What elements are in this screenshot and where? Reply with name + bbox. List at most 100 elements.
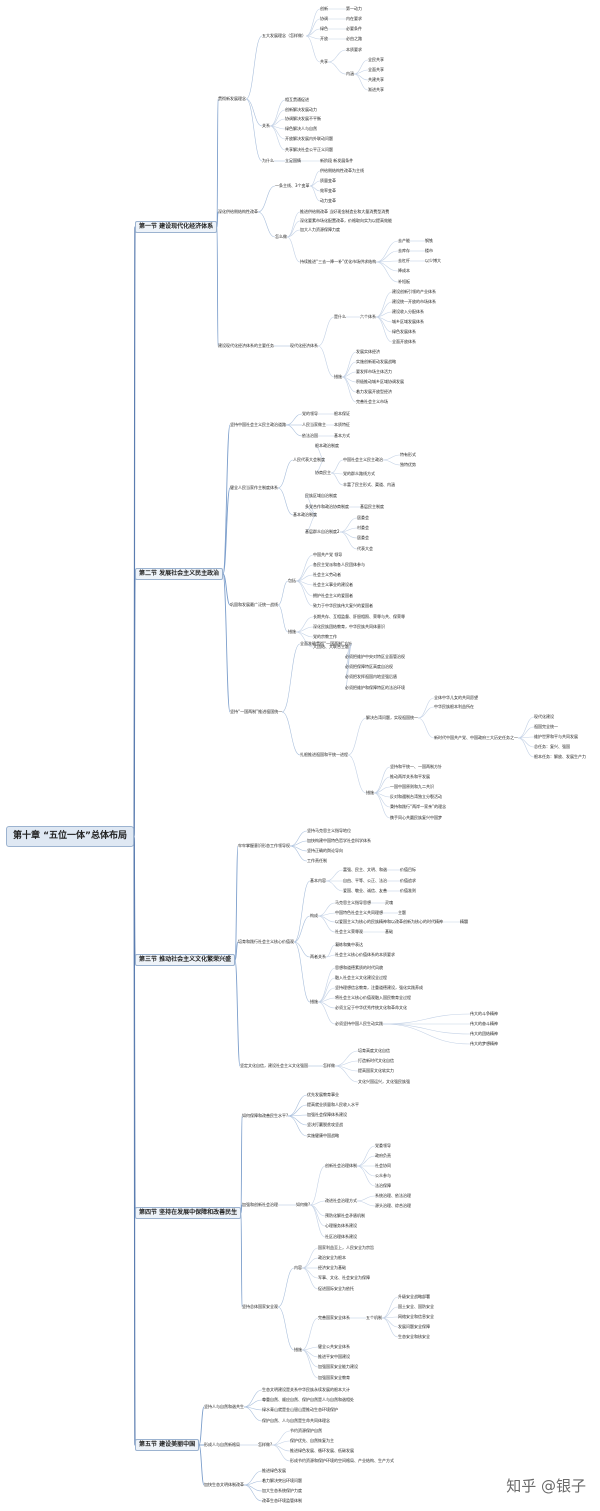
- connector-s3b1c: [325, 880, 344, 892]
- topic-s4b1b1: 系统治理、依法治理: [375, 1193, 411, 1198]
- topic-s1b2d1a: 钢铁: [425, 238, 433, 243]
- topic-s2c2b: 深化民族团结教育，中华民族共同体意识: [313, 624, 385, 629]
- connector-s2a: [222, 424, 231, 575]
- connector-s2b1b1a: [382, 454, 401, 461]
- connector-s4c2e: [301, 1349, 319, 1379]
- topic-s4b: 加强和创新社会治理: [242, 1202, 278, 1207]
- connector-s2c2d: [295, 631, 314, 648]
- topic-s5c3: 加大生态系统保护力度: [262, 1488, 302, 1493]
- topic-s5a3: 绿水青山就是金山银山是推动生态环境保护: [262, 1407, 338, 1412]
- connector-s2a3: [285, 424, 303, 437]
- topic-s4b1a1: 党委领导: [375, 1143, 391, 1148]
- connector-s4b1a1: [356, 1145, 376, 1167]
- connector-s5a4: [243, 1406, 263, 1422]
- topic-s3c1a: 培育高度文化自信: [358, 1048, 390, 1053]
- topic-s2b: 健全人民当家作主制度体系: [230, 485, 278, 490]
- connector-s5c3: [243, 1484, 263, 1492]
- topic-s4c2: 措施: [294, 1347, 302, 1352]
- connector-s4b1a5: [356, 1165, 376, 1187]
- connector-s3b4a: [317, 967, 336, 1003]
- topic-s1b1: 一条主线、3个变革: [275, 183, 310, 188]
- topic-s4b1a4: 公众参与: [375, 1173, 391, 1178]
- topic-s1c1b1: 发展实体经济: [356, 349, 380, 354]
- connector-s1a1d: [305, 35, 321, 40]
- topic-s1a3a: 立足国情: [285, 158, 301, 163]
- topic-s3b1c: 爱国、敬业、诚信、友善: [343, 888, 387, 893]
- topic-s3a: 牢牢掌握意识形态工作领导权: [238, 843, 290, 848]
- topic-s4c1b: 政治安全为根本: [318, 1255, 346, 1260]
- topic-s2a3a: 基本方式: [334, 433, 350, 438]
- connector-s3a: [234, 845, 239, 961]
- connector-s2d2a: [347, 717, 367, 756]
- topic-s2b1b: 协商民主: [315, 470, 331, 475]
- topic-s2c2a: 长期共存、互相监督、肝胆相照、荣辱与共、保荣辱: [313, 614, 405, 619]
- connector-s1b2d2: [375, 250, 399, 263]
- topic-s4c1a: 国家利益至上，人民安全为宗旨: [318, 1245, 374, 1250]
- connector-s2d2b2: [373, 776, 391, 794]
- connector-s2b2c: [304, 514, 318, 533]
- connector-s5c: [198, 1444, 205, 1486]
- topic-s2a1: 党的领导: [302, 411, 318, 416]
- connector-s1b2d4: [375, 261, 399, 272]
- connector-s3c1d: [334, 1065, 359, 1083]
- topic-s2c2: 措施: [288, 629, 296, 634]
- topic-s1a1e2a: 全民共享: [368, 57, 384, 62]
- connector-s1c1b: [317, 345, 335, 378]
- topic-s2d2b: 措施: [366, 790, 374, 795]
- topic-s3b1b1: 价值追求: [400, 878, 416, 883]
- connector-s1a1b: [305, 18, 321, 37]
- topic-s3b1b: 自由、平等、公正、法治: [343, 878, 387, 883]
- connector-s1a2f: [269, 125, 286, 151]
- topic-s2b1: 人民代表大会制度: [293, 457, 325, 462]
- topic-s2d2b2: 推动两岸关系和平发展: [390, 774, 430, 779]
- topic-s2a2a: 本质特征: [334, 422, 350, 427]
- topic-s1c1b: 措施: [334, 374, 342, 379]
- topic-s1a1e1: 本质要求: [346, 47, 362, 52]
- topic-s1c1a1c: 建设收入分配体系: [392, 309, 424, 314]
- topic-s3b2: 构成: [310, 913, 318, 918]
- topic-s1a1c1: 必要条件: [346, 26, 362, 31]
- connector-s1b2d1: [375, 240, 399, 263]
- topic-s2b2c4: 代表大会: [357, 546, 373, 551]
- connector-s2c1f: [295, 580, 314, 607]
- connector-s2b1b1b: [382, 459, 401, 466]
- topic-s3b2a: 马克思主义指导思想: [335, 900, 371, 905]
- topic-s3b1a1: 价值目标: [400, 867, 416, 872]
- topic-s1a1e2: 内涵: [346, 71, 354, 76]
- topic-s4c2e: 加强国家安全教育: [318, 1375, 350, 1380]
- topic-s3c1c: 提高国家文化软实力: [358, 1068, 394, 1073]
- topic-s5c1: 推进绿色发展: [262, 1468, 286, 1473]
- connector-s3c: [234, 959, 241, 1067]
- connector-s3b4f1: [382, 1013, 471, 1025]
- topic-s5b: 形成人与自然新格局: [204, 1442, 240, 1447]
- topic-s2b2b1: 基层民主制度: [360, 504, 384, 509]
- connector-s4a: [240, 1115, 243, 1214]
- topic-s3b4f: 必须坚持中国人民生动实践: [335, 1021, 383, 1026]
- connector-s2d1: [281, 643, 301, 713]
- topic-s1b1c: 效率变革: [320, 188, 336, 193]
- topic-s3a1: 坚持马克思主义指导地位: [307, 828, 351, 833]
- topic-s1a1e2d: 渐进共享: [368, 87, 384, 92]
- topic-s2c: 巩固和发展最广泛统一战线: [230, 602, 278, 607]
- topic-s3b4f2: 伟大的奋斗精神: [470, 1021, 498, 1026]
- connector-s1b2c: [286, 229, 301, 238]
- connector-s1a1a: [305, 8, 321, 37]
- topic-s1c1a1: 六个体系: [360, 314, 376, 319]
- connector-s3b4b: [317, 977, 336, 1003]
- topic-s4b1d: 心理服务体系建设: [325, 1223, 357, 1228]
- topic-s3b2c: 以爱国主义为核心的民族精神和以改革创新为核心的时代精神: [335, 919, 443, 924]
- topic-s2b1b3: 丰富了民主形式、渠道、内涵: [343, 482, 395, 487]
- connector-s2b1b1: [330, 459, 344, 474]
- topic-s3b: 培育和践行社会主义核心价值观: [238, 939, 294, 944]
- topic-s3b2d1: 基础: [385, 929, 393, 934]
- topic-s2d2a3: 新时代中国共产党、中国政府三大历史任务之一: [434, 735, 518, 740]
- connector-s2c: [222, 573, 231, 606]
- connector-s1a1e: [305, 35, 321, 63]
- topic-s2d1c: 必须把发挥祖国内地坚强后盾: [345, 674, 397, 679]
- connector-s4c1b: [301, 1257, 319, 1269]
- topic-s1a1e2c: 共建共享: [368, 77, 384, 82]
- topic-s2b1b2: 党的群众路线方式: [343, 471, 375, 476]
- topic-s2b1b1b: 独特优势: [400, 462, 416, 467]
